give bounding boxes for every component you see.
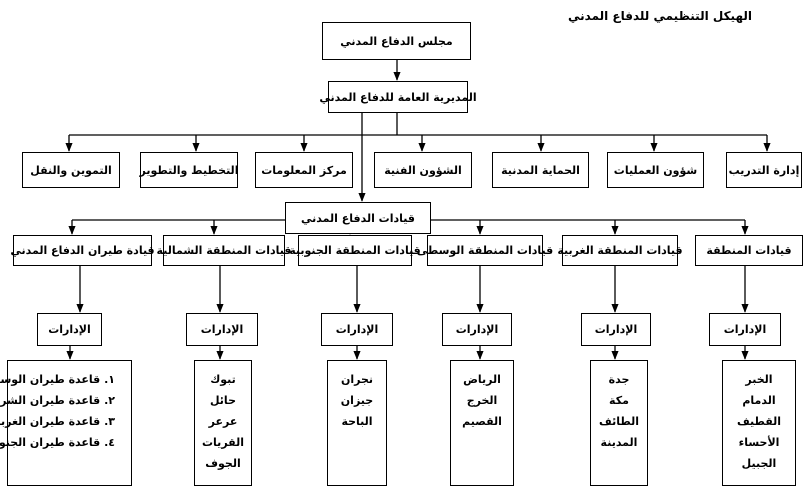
admin-box: الإدارات <box>442 313 512 346</box>
city-item: الخبر <box>745 373 773 386</box>
cities-list: الخبر الدمام القطيف الأحساء الجبيل <box>722 360 796 486</box>
city-item: المدينة <box>600 436 638 449</box>
department-training: إدارة التدريب <box>726 152 802 188</box>
city-item: الباحة <box>341 415 373 428</box>
city-item: نجران <box>340 373 374 386</box>
region-box: قيادات المنطقة الوسطى <box>417 235 553 266</box>
admin-box: الإدارات <box>709 313 781 346</box>
region-label: قيادة طيران الدفاع المدني <box>10 244 155 257</box>
region-box: قيادات المنطقة الجنوبية <box>289 235 421 266</box>
council-box: مجلس الدفاع المدني <box>322 22 471 60</box>
commands-box: قيادات الدفاع المدني <box>285 202 431 234</box>
department-information-center: مركز المعلومات <box>255 152 353 188</box>
department-label: الحماية المدنية <box>501 163 580 177</box>
department-supply-transport: التموين والنقل <box>22 152 120 188</box>
city-item: القطيف <box>736 415 782 428</box>
city-item: مكة <box>609 394 629 407</box>
admin-box: الإدارات <box>37 313 102 346</box>
page-title: الهيكل التنظيمي للدفاع المدني <box>568 9 752 23</box>
admin-label: الإدارات <box>200 323 244 336</box>
department-label: مركز المعلومات <box>261 163 347 177</box>
city-item: الدمام <box>742 394 776 407</box>
region-label: قيادات المنطقة الوسطى <box>416 244 554 257</box>
department-technical-affairs: الشؤون الفنية <box>374 152 472 188</box>
cities-list: جدة مكة الطائف المدينة <box>590 360 648 486</box>
admin-label: الإدارات <box>723 323 767 336</box>
air-base-item: ٢. قاعدة طيران الشرقية <box>0 394 115 407</box>
department-operations: شؤون العمليات <box>607 152 704 188</box>
cities-list: تبوك حائل عرعر القريات الجوف <box>194 360 252 486</box>
region-box: قيادات المنطقة الشمالية <box>157 235 291 266</box>
city-item: الخرج <box>466 394 498 407</box>
department-label: التخطيط والتطوير <box>139 163 239 177</box>
city-item: القريات <box>202 436 244 449</box>
region-label: قيادات المنطقة الشمالية <box>156 244 292 257</box>
admin-label: الإدارات <box>594 323 638 336</box>
region-label: قيادات المنطقة الغربية <box>557 244 683 257</box>
region-label: قيادات المنطقة <box>706 244 792 257</box>
city-item: الأحساء <box>738 436 780 449</box>
admin-label: الإدارات <box>455 323 499 336</box>
city-item: حائل <box>209 394 236 407</box>
region-box: قيادات المنطقة الغربية <box>557 235 683 266</box>
air-base-item: ١. قاعدة طيران الوسطى <box>0 373 115 386</box>
admin-box: الإدارات <box>581 313 651 346</box>
department-label: الشؤون الفنية <box>384 163 462 177</box>
directorate-box: المديرية العامة للدفاع المدني <box>319 81 477 113</box>
admin-label: الإدارات <box>48 323 91 336</box>
region-box: قيادة طيران الدفاع المدني <box>10 235 155 266</box>
region-label: قيادات المنطقة الجنوبية <box>289 244 421 257</box>
air-base-item: ٤. قاعدة طيران الجنوبية <box>0 436 115 449</box>
city-item: الجبيل <box>741 457 777 470</box>
cities-list: نجران جيزان الباحة <box>327 360 387 486</box>
region-box: قيادات المنطقة <box>695 235 803 266</box>
admin-box: الإدارات <box>186 313 258 346</box>
department-label: التموين والنقل <box>30 163 112 177</box>
council-label: مجلس الدفاع المدني <box>340 34 453 48</box>
air-bases-list: ١. قاعدة طيران الوسطى ٢. قاعدة طيران الش… <box>0 360 132 486</box>
cities-list: الرياض الخرج القصيم <box>450 360 514 486</box>
department-label: شؤون العمليات <box>613 163 698 177</box>
city-item: جدة <box>608 373 630 386</box>
city-item: جيزان <box>340 394 374 407</box>
city-item: تبوك <box>210 373 236 386</box>
city-item: الطائف <box>599 415 639 428</box>
city-item: عرعر <box>208 415 238 428</box>
city-item: الجوف <box>205 457 241 470</box>
city-item: الرياض <box>463 373 501 386</box>
air-base-item: ٣. قاعدة طيران الغربية <box>0 415 115 428</box>
department-civil-protection: الحماية المدنية <box>492 152 589 188</box>
city-item: القصيم <box>462 415 502 428</box>
commands-label: قيادات الدفاع المدني <box>301 211 415 225</box>
department-planning: التخطيط والتطوير <box>140 152 238 188</box>
department-label: إدارة التدريب <box>728 163 800 177</box>
directorate-label: المديرية العامة للدفاع المدني <box>319 90 477 104</box>
admin-box: الإدارات <box>321 313 393 346</box>
admin-label: الإدارات <box>335 323 379 336</box>
